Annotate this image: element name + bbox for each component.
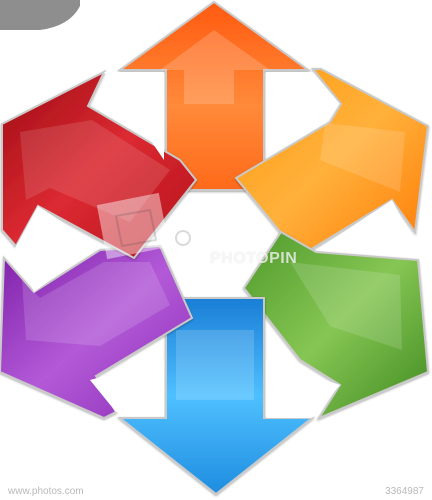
watermark-text: PHOTOPIN [210, 250, 298, 267]
image-id-text: 3364987 [385, 486, 424, 497]
down-arrow [117, 297, 315, 496]
lower-left-arrow [0, 244, 194, 420]
corner-badge-icon [0, 0, 80, 30]
watermark-logo-icon [96, 192, 197, 260]
lower-right-arrow [242, 230, 430, 421]
upper-left-arrow [1, 69, 198, 260]
credit-text: www.photos.com [8, 486, 84, 497]
upper-right-arrow [234, 68, 430, 258]
up-arrow [116, 0, 312, 191]
white-gaps [14, 72, 418, 418]
